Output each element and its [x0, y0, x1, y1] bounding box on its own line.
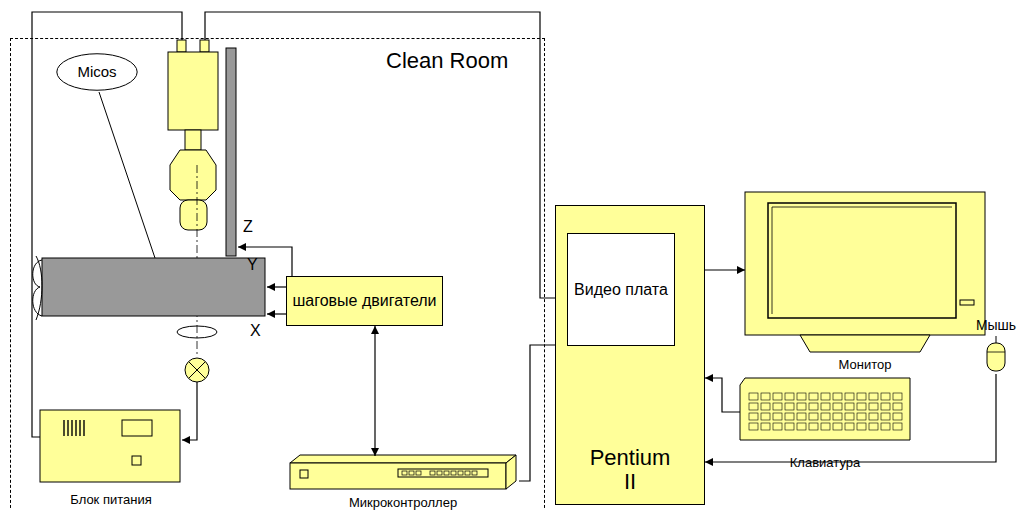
mouse-button: [987, 352, 1005, 353]
keyboard-body: [740, 378, 910, 440]
monitor-body: [745, 192, 985, 335]
condenser-lens: [177, 326, 217, 338]
node-label: Монитор: [839, 358, 892, 372]
node-label: Блок питания: [70, 493, 151, 507]
camera-mount: [226, 48, 236, 256]
node-label: Микроконтроллер: [349, 496, 457, 510]
node-label: Видео плата: [574, 281, 668, 299]
camera-connector: [200, 40, 209, 52]
leader-line: [99, 92, 155, 258]
node-label: Micos: [77, 64, 116, 81]
mouse: Мышь: [970, 318, 1022, 374]
micos-callout: Micos: [56, 53, 138, 91]
axis-label: X: [250, 322, 261, 340]
node-label: Pentium II: [585, 446, 675, 494]
mouse-cable: [996, 336, 997, 343]
power-switch: [132, 456, 141, 465]
leds: [402, 471, 477, 475]
monitor-stand: [800, 335, 930, 352]
microcontroller: Микроконтроллер: [287, 456, 519, 510]
axis-label: Z: [243, 218, 253, 236]
z-axis-arrow: [238, 247, 292, 276]
lamp-cross: [189, 362, 205, 378]
lamp-wire: [182, 382, 197, 440]
camera-neck: [185, 130, 201, 150]
node-label: Clean Room: [386, 49, 508, 73]
camera-wire: [205, 12, 568, 298]
node-label: Мышь: [976, 318, 1016, 333]
power-supply-body: [40, 410, 180, 482]
monitor-screen: [768, 203, 956, 318]
stage: [42, 258, 265, 316]
node-label: шаговые двигатели: [292, 292, 436, 310]
mouse-body: [987, 343, 1005, 371]
monitor: Монитор: [745, 192, 985, 372]
microcontroller-front: [290, 463, 506, 489]
power-supply: Блок питания: [37, 411, 185, 507]
vents: [64, 420, 84, 436]
objective: [170, 150, 216, 200]
axis-label: Y: [247, 256, 258, 274]
stage-end: [36, 256, 42, 320]
microcontroller-side: [506, 455, 516, 489]
microcontroller-top: [290, 455, 516, 463]
connector: [519, 345, 555, 481]
lamp: [185, 358, 209, 382]
camera-body: [168, 52, 218, 130]
node-label: Клавиатура: [790, 456, 860, 470]
lamp-cross: [189, 362, 205, 378]
keyboard-keys: [748, 392, 904, 432]
connector: [705, 378, 740, 412]
monitor-button: [960, 300, 974, 305]
button: [300, 470, 308, 478]
video-card: Видео плата: [567, 233, 675, 346]
power-display: [122, 420, 152, 436]
objective-tip: [180, 200, 207, 230]
screen-bezel: [772, 207, 952, 314]
keyboard: Клавиатура: [740, 378, 910, 470]
pc-tower: Pentium II Видео плата: [555, 205, 705, 505]
led-strip: [398, 469, 488, 477]
camera-connector: [177, 40, 186, 52]
connector: [705, 374, 996, 462]
connector: [374, 326, 375, 456]
camera-wire: [32, 12, 182, 437]
stepper-motors-box: шаговые двигатели: [286, 276, 443, 326]
clean-room-region: Clean RoomMicos шаговые двигателиБлок пит…: [10, 38, 545, 510]
